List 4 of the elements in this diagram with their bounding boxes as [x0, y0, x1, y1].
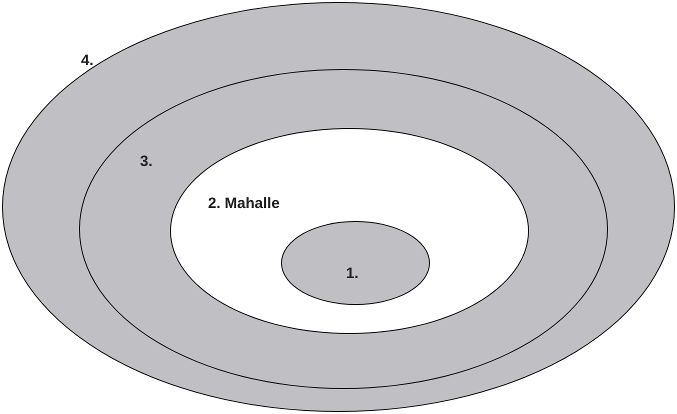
oval-label: 2. Mahalle	[208, 196, 280, 211]
oval-label: 1.	[346, 266, 359, 281]
oval-label: 3.	[140, 154, 153, 169]
oval-label: 4.	[81, 53, 94, 68]
